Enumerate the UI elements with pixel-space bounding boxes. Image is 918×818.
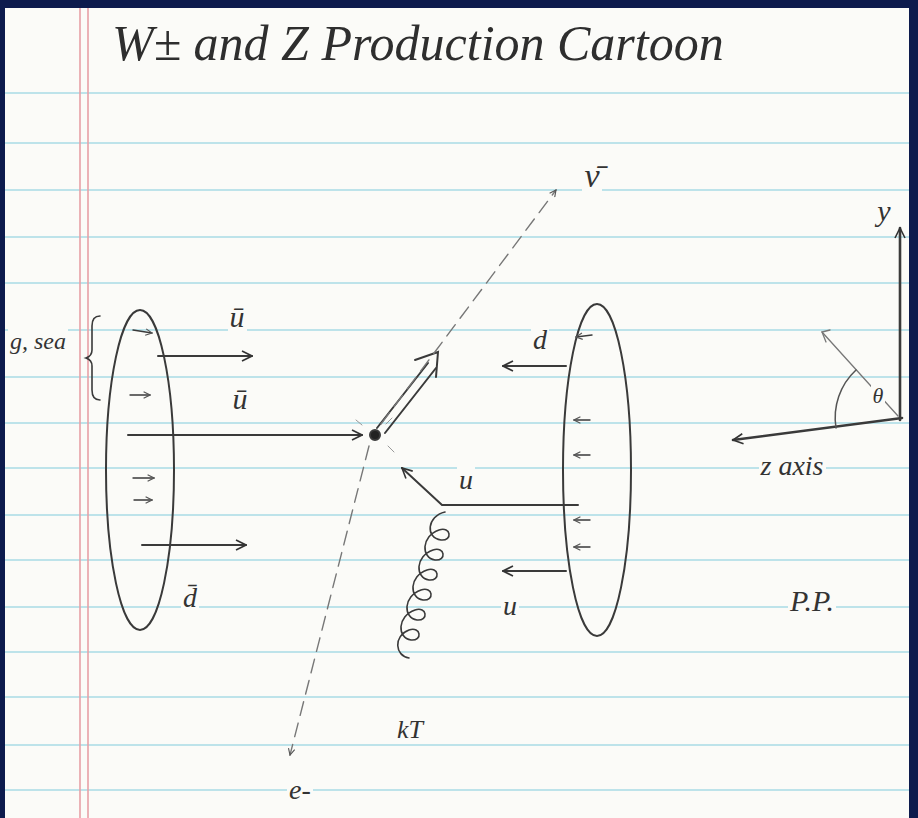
label: P.P. — [788, 584, 836, 617]
theta-arc — [835, 370, 856, 428]
ruled-line — [5, 376, 909, 377]
label: d̄ — [181, 583, 199, 614]
antiquark-arrow — [128, 434, 362, 436]
ruled-line — [5, 559, 909, 560]
antiquark-arrow — [158, 355, 252, 357]
quark-arrow — [503, 570, 566, 572]
parton-arrow — [574, 519, 590, 520]
burst-line — [386, 418, 392, 424]
ruled-line — [5, 189, 909, 190]
label: u — [457, 465, 475, 496]
ruled-line — [5, 744, 909, 745]
boson-arrow — [385, 368, 436, 433]
illustration — [86, 190, 902, 755]
direction-vector — [822, 332, 898, 416]
antiquark-arrow — [142, 544, 246, 546]
label: z axis — [759, 451, 826, 482]
parton-arrow — [133, 330, 152, 333]
ruled-line — [5, 606, 909, 607]
parton-arrow — [574, 419, 590, 420]
paper — [5, 8, 909, 818]
proton-ellipse — [106, 310, 174, 630]
ruled-line — [5, 514, 909, 515]
z-axis — [733, 418, 902, 440]
direction-head — [822, 330, 830, 342]
label: y — [875, 194, 892, 227]
parton-arrow — [574, 454, 590, 455]
title: W± and Z Production Cartoon — [112, 16, 724, 71]
electron-track — [290, 446, 369, 755]
burst-line — [356, 420, 362, 425]
label: g, sea — [8, 328, 68, 354]
label: kT — [395, 716, 425, 745]
ruled-line — [5, 789, 909, 790]
margin-lines — [80, 8, 88, 818]
label: θ — [871, 384, 886, 408]
antineutrino-track — [381, 190, 556, 424]
ruled-line — [5, 651, 909, 652]
ruled-lines — [5, 93, 909, 790]
label: d — [531, 325, 549, 356]
ruled-line — [5, 142, 909, 143]
label: e- — [287, 775, 313, 806]
quark-arrow — [402, 468, 578, 505]
label: ū — [228, 300, 247, 333]
ruled-line — [5, 236, 909, 237]
gluon-spring — [398, 512, 449, 658]
parton-arrow — [134, 499, 152, 500]
ruled-line — [5, 422, 909, 423]
burst — [356, 418, 394, 452]
ruled-line — [5, 282, 909, 283]
label: u — [501, 591, 519, 622]
parton-arrow — [133, 477, 154, 478]
brace — [86, 316, 100, 400]
ruled-line — [5, 92, 909, 93]
parton-arrow — [130, 394, 150, 395]
ruled-line — [5, 329, 909, 330]
parton-arrow — [576, 335, 592, 337]
parton-arrow — [574, 546, 590, 547]
ruled-line — [5, 696, 909, 697]
quark-arrow — [503, 365, 566, 367]
y-axis — [899, 228, 902, 420]
proton-ellipse — [563, 304, 631, 636]
burst-line — [388, 446, 394, 452]
label: ū — [231, 382, 250, 415]
margin-line — [79, 8, 81, 818]
boson-arrowhead — [415, 352, 438, 377]
margin-line — [87, 8, 89, 818]
interaction-point — [370, 430, 380, 440]
label: ν̄ — [582, 157, 601, 194]
